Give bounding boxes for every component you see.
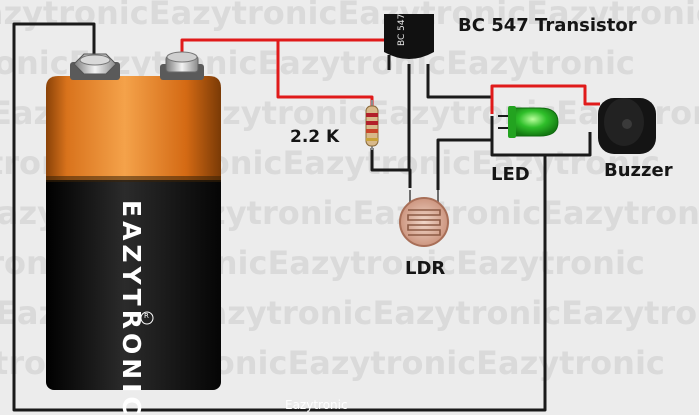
battery-negative-terminal — [70, 53, 120, 80]
battery — [46, 51, 221, 390]
battery-positive-terminal — [160, 51, 204, 80]
wire-led-loop — [490, 116, 592, 157]
battery-band — [46, 176, 221, 182]
led-body — [511, 107, 559, 137]
registered-mark: R — [144, 312, 149, 320]
ldr-pattern — [407, 209, 441, 236]
wire-ldr-led — [436, 138, 492, 190]
transistor-marking: BC 547 — [397, 13, 407, 46]
resistor — [365, 100, 379, 150]
ldr-label: LDR — [405, 258, 446, 279]
wire-positive-transistor — [278, 28, 390, 42]
buzzer-label: Buzzer — [604, 160, 673, 181]
resistor-label: 2.2 K — [290, 127, 340, 147]
led — [498, 106, 559, 138]
transistor — [384, 14, 434, 70]
battery-body-orange — [46, 76, 221, 180]
wire-negative — [12, 22, 547, 412]
transistor-body — [384, 14, 434, 59]
wire-led-red — [490, 84, 600, 114]
buzzer-hole — [622, 119, 632, 129]
wire-positive — [180, 38, 374, 106]
battery-brand-label: EAZYTRONIC — [117, 200, 146, 415]
transistor-label: BC 547 Transistor — [458, 15, 637, 36]
wire-transistor-emitter — [426, 64, 492, 99]
battery-body-black — [46, 160, 221, 390]
ldr — [399, 190, 449, 247]
watermark-row: EazytronicEazytronicEazytronicEazytronic — [0, 0, 699, 32]
registered-circle — [140, 311, 154, 325]
footer-watermark: Eazytronic — [285, 398, 348, 412]
buzzer — [598, 98, 656, 154]
led-label: LED — [491, 164, 530, 185]
wire-resistor-ldr — [370, 148, 412, 188]
black-wires — [12, 22, 592, 412]
